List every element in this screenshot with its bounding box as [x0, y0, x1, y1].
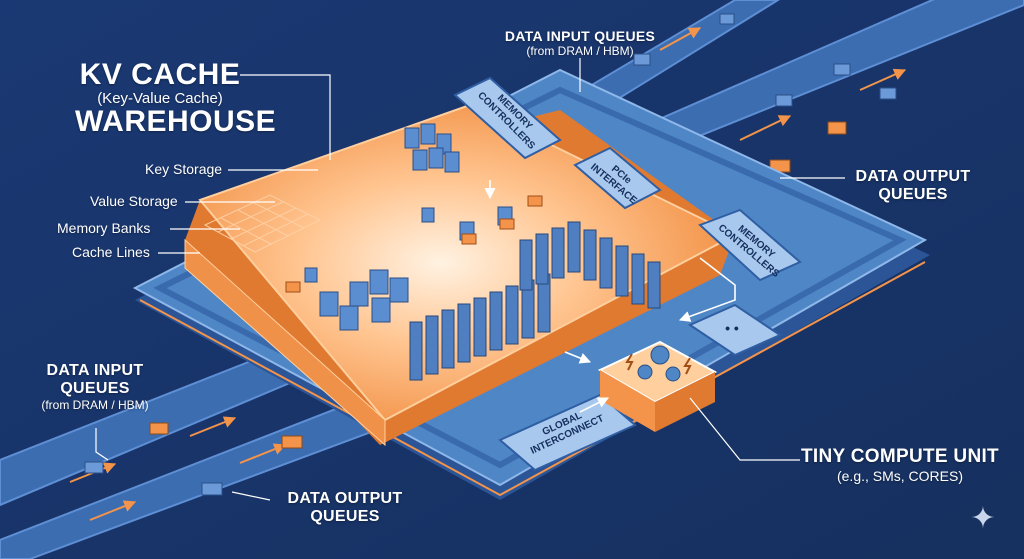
output-queues-bottom: DATA OUTPUT QUEUES	[270, 490, 420, 526]
cache-lines-label: Cache Lines	[72, 244, 150, 260]
data-packet	[833, 63, 851, 76]
chip-blocks	[453, 76, 802, 472]
data-packet	[775, 94, 793, 107]
output-queues-right-line2: QUEUES	[878, 186, 948, 203]
bolt-icon	[625, 353, 634, 371]
lane-arrow	[189, 416, 237, 437]
value-storage-label: Value Storage	[90, 193, 178, 209]
leader-compute-unit	[689, 397, 800, 461]
warehouse-title: KV CACHE (Key-Value Cache) WAREHOUSE	[75, 58, 277, 139]
leader-title	[240, 74, 331, 160]
output-queues-bottom-line1: DATA OUTPUT	[287, 490, 403, 507]
gear-icon	[650, 345, 670, 365]
data-packet	[84, 461, 104, 474]
substrate-edge-glow	[139, 261, 926, 497]
bolt-icon	[683, 357, 692, 375]
memory-banks-label: Memory Banks	[57, 220, 151, 236]
sparkle-icon: ✦	[970, 502, 996, 535]
key-storage-label: Key Storage	[145, 161, 223, 177]
leader-input-left	[95, 428, 109, 461]
input-queues-left-subtitle: (from DRAM / HBM)	[41, 398, 149, 412]
flow-arrow	[564, 351, 592, 364]
block-memory-controllers-right	[698, 208, 802, 282]
lane-arrow	[859, 68, 907, 91]
input-queues-left: DATA INPUT QUEUES (from DRAM / HBM)	[30, 362, 160, 412]
data-packet	[149, 422, 169, 435]
title-line2: (Key-Value Cache)	[97, 90, 223, 107]
data-packet	[879, 87, 897, 100]
compute-unit-subtitle: (e.g., SMs, CORES)	[836, 468, 964, 484]
title-line1: KV CACHE	[79, 58, 241, 91]
flow-arrow	[678, 257, 736, 322]
lane-arrow	[89, 500, 137, 521]
data-packet	[201, 482, 223, 496]
output-queues-right-line1: DATA OUTPUT	[855, 168, 971, 185]
title-line3: WAREHOUSE	[75, 105, 277, 138]
flow-arrow	[579, 397, 610, 413]
callout-lines	[95, 58, 845, 501]
compute-unit-label: TINY COMPUTE UNIT (e.g., SMs, CORES)	[800, 446, 1000, 484]
input-queues-left-line2: QUEUES	[60, 380, 130, 397]
block-memory-controllers-top	[453, 76, 562, 160]
block-aux	[687, 303, 783, 357]
block-global-interconnect	[498, 393, 637, 472]
lane-arrow	[659, 27, 702, 51]
data-packet	[281, 435, 303, 449]
gear-icon	[637, 364, 653, 380]
compute-unit-title: TINY COMPUTE UNIT	[801, 446, 999, 467]
block-pcie	[573, 146, 662, 210]
input-queues-left-line1: DATA INPUT	[46, 362, 144, 379]
input-queues-top-subtitle: (from DRAM / HBM)	[526, 44, 634, 58]
gear-icon	[665, 366, 681, 382]
aux-block-glyph: • •	[725, 320, 739, 336]
data-packet	[827, 121, 847, 135]
input-queues-top-title: DATA INPUT QUEUES	[504, 28, 656, 44]
data-packet	[719, 13, 735, 25]
lane-arrow	[239, 443, 287, 464]
data-packet	[633, 53, 651, 66]
lane-arrow	[739, 115, 792, 141]
output-queues-bottom-line2: QUEUES	[310, 508, 380, 525]
output-queues-right: DATA OUTPUT QUEUES	[838, 168, 988, 204]
leader-output-bottom	[231, 491, 271, 501]
input-queues-top: DATA INPUT QUEUES (from DRAM / HBM)	[485, 28, 675, 58]
compute-unit	[597, 340, 718, 432]
